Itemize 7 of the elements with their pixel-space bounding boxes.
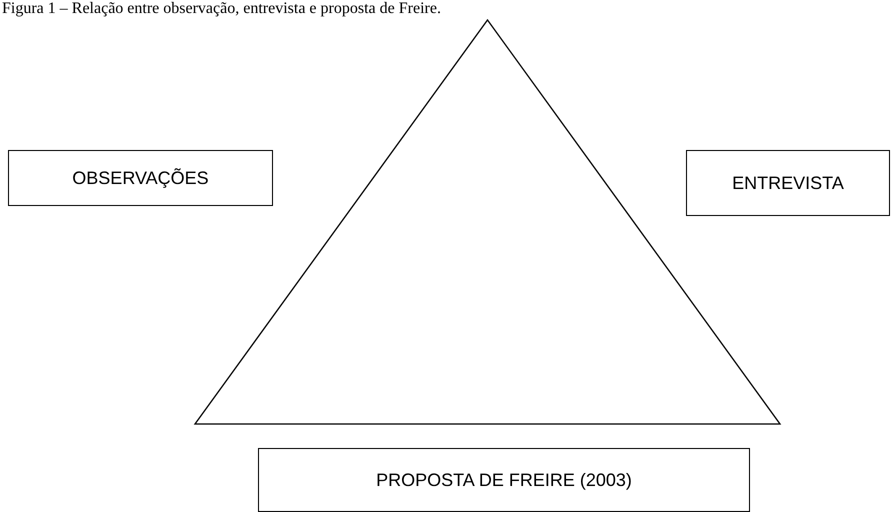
box-label: OBSERVAÇÕES <box>72 168 209 188</box>
text-box <box>8 150 273 206</box>
box-label: PROPOSTA DE FREIRE (2003) <box>376 470 632 490</box>
text-box <box>686 150 890 216</box>
text-box <box>258 448 750 512</box>
figure-title: Figura 1 – Relação entre observação, entrevista e proposta de Freire. <box>2 0 441 18</box>
box-label: ENTREVISTA <box>732 172 844 194</box>
